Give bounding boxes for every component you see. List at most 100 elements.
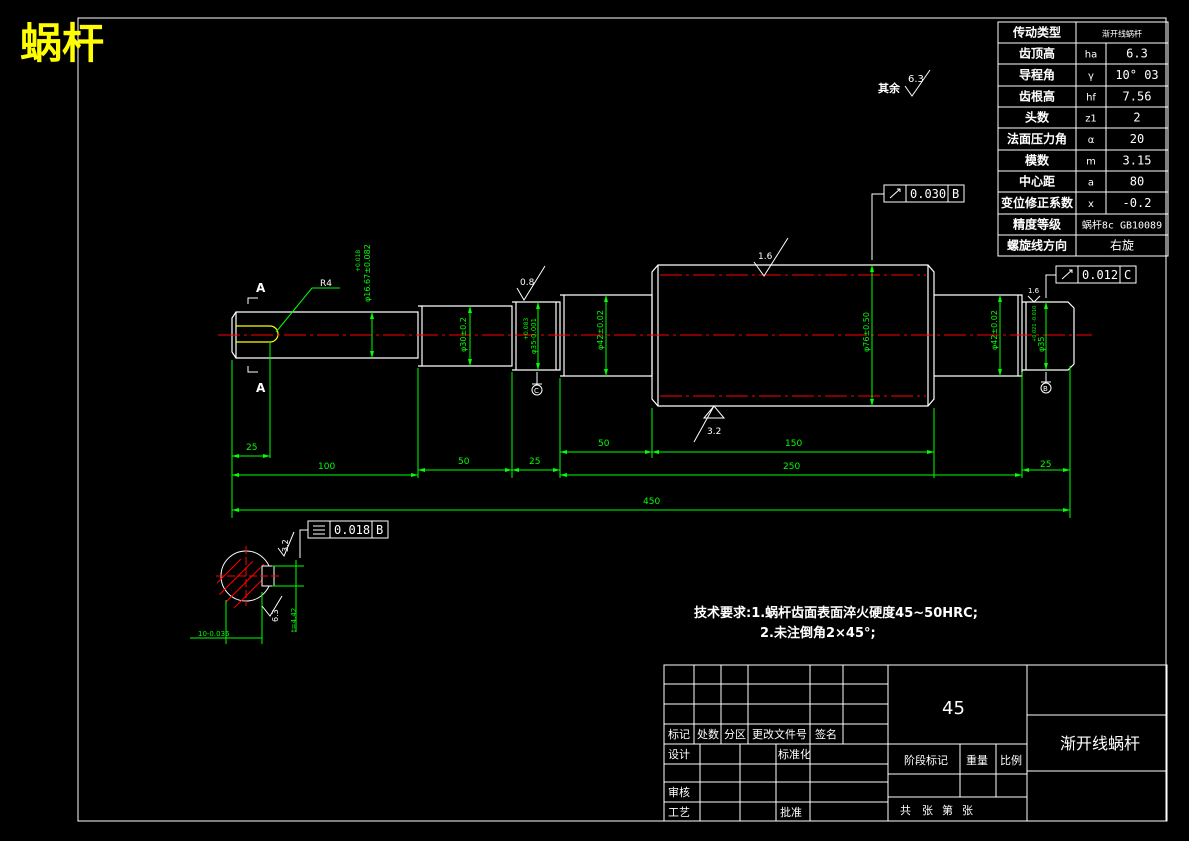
- param-symbol: x: [1088, 199, 1094, 210]
- param-value: 渐开线蜗杆: [1102, 29, 1142, 39]
- tech-req-line2: 2.未注倒角2×45°;: [760, 625, 876, 641]
- dim-d30: φ30±0.2: [459, 317, 468, 352]
- dim-key-depth: t=4.42: [290, 608, 298, 632]
- param-name: 中心距: [1019, 174, 1055, 189]
- surface-rest-value: 6.3: [908, 74, 924, 85]
- dim-100: 100: [318, 462, 335, 472]
- param-name: 精度等级: [1013, 217, 1061, 232]
- param-symbol: a: [1088, 178, 1094, 189]
- param-name: 头数: [1025, 110, 1050, 125]
- dim-d16-tol: +0.018: [355, 250, 362, 272]
- tolerance-runout-main-value: 0.030: [910, 187, 946, 201]
- param-value: -0.2: [1123, 196, 1152, 210]
- dim-250: 250: [783, 462, 800, 472]
- dimension-lines: [231, 265, 1071, 518]
- param-value: 蜗杆8c GB10089: [1082, 220, 1162, 232]
- surface-rest-label: 其余: [878, 81, 901, 95]
- dim-25-bearing: 25: [529, 457, 540, 467]
- param-name: 传动类型: [1012, 25, 1061, 40]
- tolerance-symmetry-datum: B: [376, 523, 383, 537]
- dim-25-keyway: 25: [246, 443, 257, 453]
- material: 45: [942, 698, 965, 719]
- tb-label-approve: 批准: [780, 805, 802, 819]
- dim-150: 150: [785, 439, 802, 449]
- tb-label-page: 第: [942, 803, 953, 817]
- parameter-table: [997, 21, 1169, 257]
- dim-d76: φ76±0.50: [862, 312, 871, 352]
- tb-label-mark: 标记: [668, 727, 690, 741]
- roughness-right: 1.6: [1028, 287, 1040, 295]
- param-name: 螺旋线方向: [1007, 238, 1067, 253]
- tb-label-weight: 重量: [966, 753, 988, 767]
- dim-50: 50: [458, 457, 470, 467]
- dim-d35-left: φ35-0.001: [530, 318, 538, 354]
- section-label-bottom: A: [256, 381, 266, 395]
- datum-b-right: B: [1043, 385, 1048, 393]
- param-symbol: α: [1088, 135, 1095, 146]
- tb-label-stage: 阶段标记: [904, 753, 948, 767]
- param-symbol: hf: [1086, 93, 1096, 104]
- param-symbol: ha: [1085, 50, 1097, 61]
- param-value: 10° 03: [1115, 68, 1158, 82]
- roughness-0-8: 0.8: [520, 278, 535, 288]
- param-value: 6.3: [1126, 47, 1148, 61]
- tb-label-sheet1: 张: [922, 804, 933, 817]
- dim-d35-right: φ35: [1037, 337, 1046, 352]
- dim-25-right: 25: [1040, 460, 1051, 470]
- param-value: 2: [1133, 111, 1140, 125]
- tb-label-review: 审核: [668, 785, 690, 799]
- param-name: 变位修正系数: [1001, 195, 1074, 210]
- tech-req-line1: 技术要求:1.蜗杆齿面表面淬火硬度45~50HRC;: [694, 605, 978, 621]
- param-name: 齿根高: [1019, 89, 1055, 104]
- tb-label-sheet2: 张: [962, 804, 973, 817]
- dimension-arrows: [232, 265, 1070, 512]
- roughness-section-bottom: 6.3: [271, 609, 280, 622]
- tb-label-standard: 标准化: [778, 747, 811, 761]
- param-value: 80: [1130, 175, 1144, 189]
- dim-d35-left-tol: +0.083: [523, 318, 530, 340]
- section-label-top: A: [256, 281, 266, 295]
- tb-label-change-doc: 更改文件号: [752, 727, 807, 741]
- section-marks: [247, 297, 258, 373]
- tb-label-scale: 比例: [1000, 753, 1022, 767]
- title-block: [663, 664, 1168, 822]
- tb-label-count: 处数: [697, 728, 719, 741]
- param-name: 模数: [1025, 153, 1050, 168]
- param-symbol: z1: [1085, 114, 1097, 125]
- tb-label-design: 设计: [668, 748, 690, 761]
- roughness-symbols: [516, 237, 1041, 443]
- tb-label-total: 共: [900, 804, 911, 817]
- datum-c-left: C: [534, 387, 539, 395]
- roughness-section-top: 3.2: [281, 539, 290, 552]
- roughness-symbol-rest: [904, 69, 931, 97]
- tolerance-runout-right-datum: C: [1124, 268, 1131, 282]
- tb-label-zone: 分区: [724, 728, 746, 741]
- dim-450: 450: [643, 497, 660, 507]
- tb-label-signature: 签名: [815, 727, 837, 741]
- tolerance-symmetry-value: 0.018: [334, 523, 370, 537]
- dim-d42-left: φ42±0.02: [596, 310, 605, 350]
- datum-c-markers: [531, 372, 1052, 396]
- tb-label-process: 工艺: [668, 806, 690, 819]
- title-block-labels: 标记 处数 分区 更改文件号 签名 设计 标准化 审核 工艺 批准 阶段标记 重…: [668, 727, 1022, 819]
- param-value: 3.15: [1123, 154, 1152, 168]
- tolerance-runout-main-datum: B: [952, 187, 959, 201]
- tolerance-frames: [299, 184, 1137, 558]
- drawing-border: [77, 17, 1167, 822]
- dim-50-shoulder: 50: [598, 439, 610, 449]
- dim-d16: φ16.67±0.082: [363, 244, 372, 302]
- param-symbol: γ: [1088, 71, 1094, 82]
- part-name: 渐开线蜗杆: [1060, 734, 1140, 753]
- dim-d35-right-tol: +0.021 -0.010: [1032, 306, 1038, 342]
- param-symbol: m: [1086, 157, 1096, 168]
- tolerance-runout-right-value: 0.012: [1082, 268, 1118, 282]
- dim-d42-right: φ42±0.02: [990, 310, 999, 350]
- roughness-3-2: 3.2: [707, 427, 721, 437]
- param-value: 20: [1130, 132, 1144, 146]
- param-value: 右旋: [1110, 238, 1134, 253]
- param-name: 齿顶高: [1019, 46, 1055, 61]
- param-value: 7.56: [1123, 90, 1152, 104]
- drawing-title: 蜗杆: [20, 19, 104, 68]
